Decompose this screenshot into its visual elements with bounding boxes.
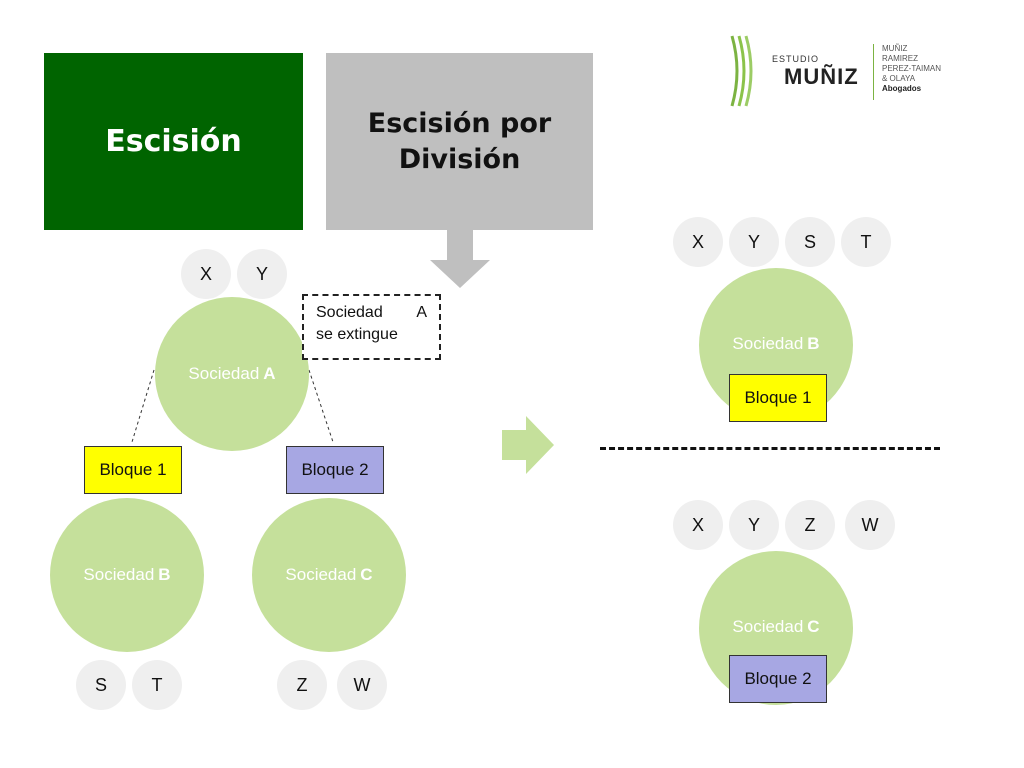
sociedad-a-label: Sociedad <box>188 364 260 383</box>
result-shareholder-x: X <box>673 500 723 550</box>
note-word-1: Sociedad <box>316 304 383 321</box>
result-sociedad-c-label: Sociedad <box>732 617 804 636</box>
sociedad-b-letter: B <box>158 565 171 584</box>
logo-side-line: MUÑIZ <box>882 44 908 53</box>
result-shareholder-z: Z <box>785 500 835 550</box>
right-arrow-icon <box>502 416 554 474</box>
result-shareholder-x: X <box>673 217 723 267</box>
result-shareholder-w: W <box>845 500 895 550</box>
logo-side-text: MUÑIZ RAMIREZ PEREZ-TAIMAN & OLAYA Aboga… <box>882 44 941 94</box>
result-shareholder-t: T <box>841 217 891 267</box>
subtitle-line-2: División <box>398 143 521 175</box>
logo-mark-icon <box>730 35 753 107</box>
result-shareholder-y: Y <box>729 500 779 550</box>
sociedad-a-letter: A <box>263 364 276 383</box>
bloque-2: Bloque 2 <box>286 446 384 494</box>
sociedad-b-label: Sociedad <box>83 565 155 584</box>
bloque-1: Bloque 1 <box>84 446 182 494</box>
logo-estudio: ESTUDIO <box>772 54 820 64</box>
extinction-note: Sociedad A se extingue <box>302 294 441 360</box>
sociedad-c-label: Sociedad <box>285 565 357 584</box>
logo-side-line: PEREZ-TAIMAN <box>882 64 941 73</box>
shareholder-z: Z <box>277 660 327 710</box>
sociedad-c-letter: C <box>360 565 373 584</box>
logo-muniz: MUÑIZ <box>784 64 859 89</box>
main-title-box: Escisión <box>44 53 303 230</box>
note-word-2: A <box>416 304 427 321</box>
logo: ESTUDIO MUÑIZ MUÑIZ RAMIREZ PEREZ-TAIMAN… <box>728 34 968 110</box>
result-sociedad-b-label: Sociedad <box>732 334 804 353</box>
result-shareholder-s: S <box>785 217 835 267</box>
shareholder-s: S <box>76 660 126 710</box>
result-sociedad-b-letter: B <box>807 334 820 353</box>
logo-side-line: Abogados <box>882 84 922 93</box>
main-title: Escisión <box>105 124 242 159</box>
logo-divider <box>873 44 874 100</box>
separator-line <box>600 447 940 450</box>
shareholder-x: X <box>181 249 231 299</box>
shareholder-w: W <box>337 660 387 710</box>
result-bloque-2: Bloque 2 <box>729 655 827 703</box>
result-sociedad-c-letter: C <box>807 617 820 636</box>
shareholder-y: Y <box>237 249 287 299</box>
result-shareholder-y: Y <box>729 217 779 267</box>
subtitle-line-1: Escisión por <box>367 107 552 139</box>
note-line-2: se extingue <box>316 326 398 343</box>
logo-side-line: RAMIREZ <box>882 54 918 63</box>
subtitle-box: Escisión por División <box>326 53 593 230</box>
result-bloque-1: Bloque 1 <box>729 374 827 422</box>
shareholder-t: T <box>132 660 182 710</box>
logo-side-line: & OLAYA <box>882 74 916 83</box>
down-arrow-icon <box>430 230 490 288</box>
